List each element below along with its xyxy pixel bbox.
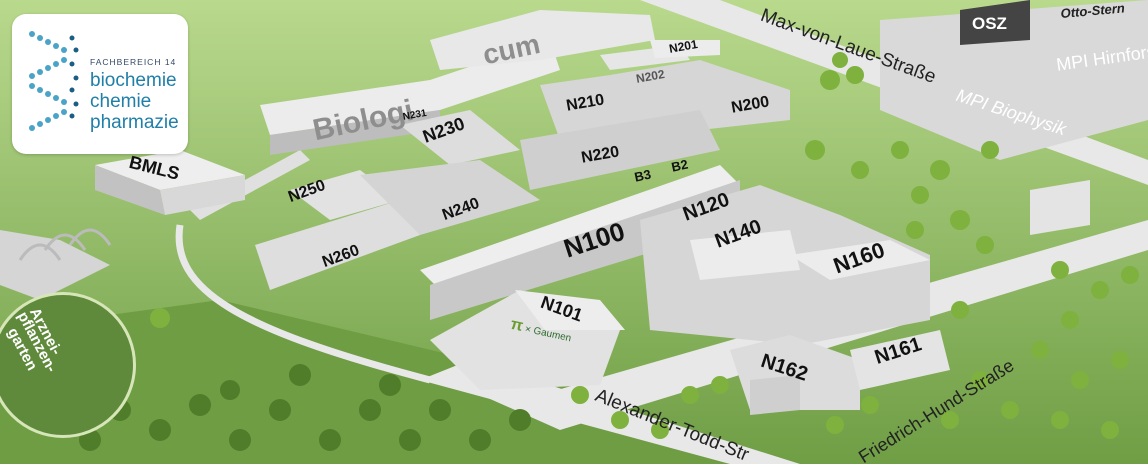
building-north-complex xyxy=(400,40,790,190)
logo-line-pharmazie: pharmazie xyxy=(90,112,179,133)
greenhouse xyxy=(0,228,112,300)
trees xyxy=(150,52,1139,439)
building-south-east xyxy=(730,330,950,415)
building-n101 xyxy=(430,290,625,390)
building-west-complex xyxy=(255,160,540,290)
building-east-complex xyxy=(640,185,930,345)
trees-dark xyxy=(79,364,531,451)
building-biologicum xyxy=(260,10,655,155)
logo-line-chemie: chemie xyxy=(90,91,152,112)
path-curve xyxy=(175,224,431,384)
label-osz[interactable]: OSZ xyxy=(972,14,1007,33)
mpi-block xyxy=(880,0,1148,160)
faculty-logo[interactable]: FACHBEREICH 14 biochemie chemie pharmazi… xyxy=(12,14,188,154)
logo-line-biochemie: biochemie xyxy=(90,70,177,91)
logo-department: FACHBEREICH 14 xyxy=(90,57,177,67)
osz-block xyxy=(960,0,1030,45)
small-building xyxy=(1030,180,1090,235)
pi-icon: π xyxy=(509,315,525,335)
dna-helix-icon xyxy=(29,31,79,131)
building-bmls xyxy=(95,150,245,215)
arzneipflanzengarten-badge[interactable]: Arznei- pflanzen- garten xyxy=(0,292,136,438)
